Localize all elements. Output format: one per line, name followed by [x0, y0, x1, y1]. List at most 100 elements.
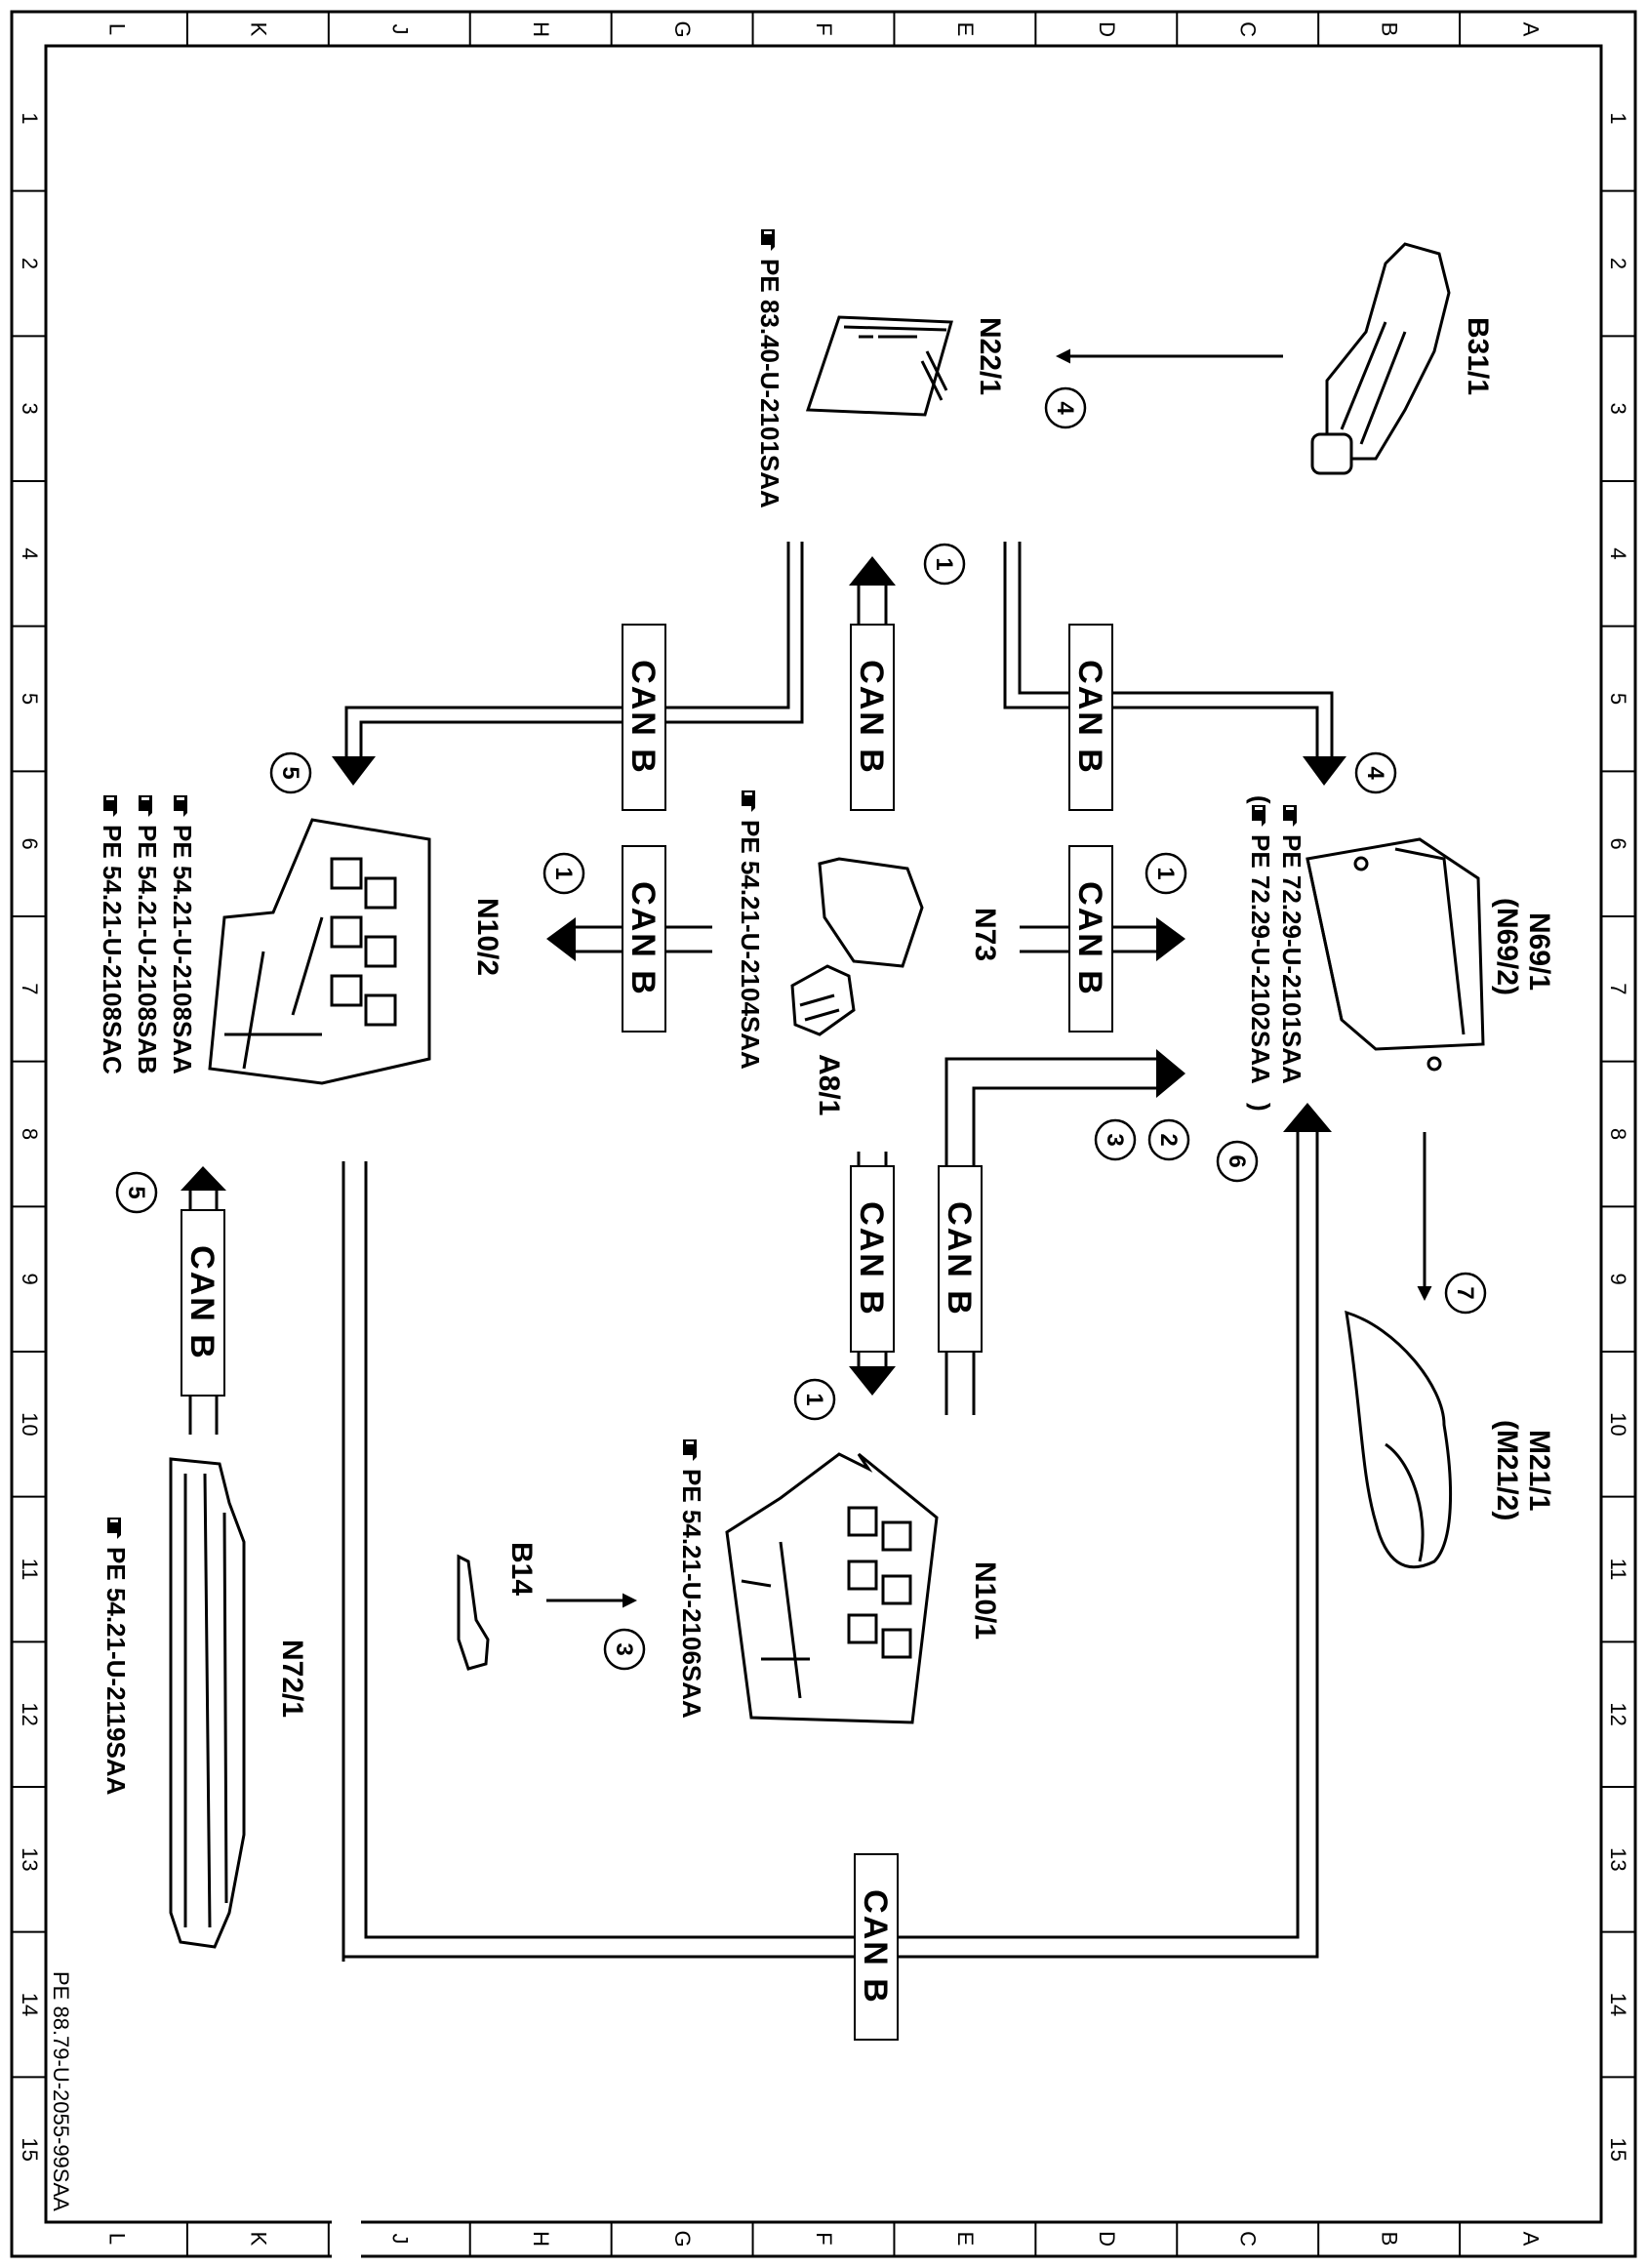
- ref-n10-2-c: PE 54.21-U-2108SAC: [98, 825, 127, 1074]
- n72-1-drawing: [169, 1457, 246, 1949]
- step-3-b14: 3: [603, 1628, 646, 1671]
- ref-n69-b: PE 72.29-U-2102SAA: [1246, 834, 1275, 1084]
- svg-text:6: 6: [1224, 1154, 1250, 1167]
- grid-row-label: 13: [1606, 1847, 1630, 1871]
- n10-2-drawing: [208, 818, 431, 1085]
- sheet-frame: [10, 10, 1637, 2258]
- b31-1-drawing: [1310, 242, 1451, 475]
- ref-n69-a: PE 72.29-U-2101SAA: [1277, 834, 1306, 1084]
- svg-text:1: 1: [550, 867, 577, 879]
- n22-1-drawing: [805, 315, 953, 417]
- can-b-label-6: CAN B: [850, 1165, 895, 1353]
- can-b-label-7: CAN B: [938, 1165, 983, 1353]
- step-6-mid: 6: [1216, 1140, 1259, 1183]
- ref-n22-1: PE 83.40-U-2101SAA: [755, 259, 784, 508]
- can-b-label-1: CAN B: [622, 624, 666, 811]
- hand-pointer-icon: [107, 1518, 121, 1539]
- step-3-mid: 3: [1094, 1118, 1137, 1161]
- grid-column-label: J: [387, 24, 412, 35]
- ref-n10-2-b: PE 54.21-U-2108SAB: [133, 825, 162, 1074]
- component-labels: B31/1 N22/1 N69/1 (N69/2) N73 A8/1 N10/2…: [276, 317, 1555, 1718]
- svg-text:CAN B: CAN B: [853, 660, 890, 775]
- svg-text:5: 5: [277, 766, 303, 779]
- grid-row-label: 14: [18, 1993, 42, 2016]
- reference-labels: PE 83.40-U-2101SAA PE 72.29-U-2101SAA ( …: [98, 229, 1306, 1796]
- grid-column-label: E: [953, 22, 978, 37]
- grid-column-label: F: [812, 2232, 836, 2245]
- label-n69-2: (N69/2): [1491, 898, 1523, 995]
- svg-text:2: 2: [1155, 1133, 1182, 1146]
- label-a8-1: A8/1: [813, 1054, 845, 1115]
- svg-text:CAN B: CAN B: [1071, 660, 1108, 775]
- grid-column-label: L: [104, 23, 129, 35]
- grid-column-label: L: [104, 2233, 129, 2245]
- svg-text:3: 3: [611, 1642, 637, 1655]
- grid-column-label: C: [1236, 2231, 1261, 2247]
- grid-row-label: 10: [1606, 1412, 1630, 1436]
- can-b-label-9: CAN B: [854, 1853, 899, 2041]
- grid-row-label: 2: [18, 258, 42, 269]
- label-n72-1: N72/1: [276, 1640, 308, 1718]
- step-2-mid: 2: [1147, 1118, 1190, 1161]
- grid-row-label: 4: [1606, 547, 1630, 559]
- svg-text:CAN B: CAN B: [183, 1245, 221, 1360]
- n73-drawing: [790, 857, 924, 1036]
- grid-row-label: 13: [18, 1847, 42, 1871]
- grid-column-label: F: [812, 22, 836, 35]
- step-4-top: 4: [1044, 386, 1087, 429]
- hand-pointer-icon: [1252, 805, 1265, 827]
- m21-1-drawing: [1345, 1310, 1453, 1569]
- grid-column-label: E: [953, 2232, 978, 2247]
- grid-column-label: B: [1378, 2232, 1402, 2247]
- ref-n69-close: ): [1246, 1103, 1275, 1112]
- grid-row-label: 4: [18, 547, 42, 559]
- grid-column-label: D: [1095, 2231, 1119, 2247]
- svg-text:CAN B: CAN B: [624, 660, 662, 775]
- bus-arrows: [181, 556, 1346, 1396]
- can-b-label-2: CAN B: [850, 624, 895, 811]
- svg-text:5: 5: [123, 1186, 149, 1198]
- hand-pointer-icon: [1283, 805, 1297, 827]
- grid-column-label: G: [670, 2230, 695, 2247]
- grid-row-label: 14: [1606, 1993, 1630, 2016]
- grid-row-label: 9: [18, 1274, 42, 1285]
- step-1-top: 1: [923, 543, 966, 586]
- hand-pointer-icon: [683, 1439, 697, 1461]
- step-circles: 4 1 5 4 1 1 3 2 6 5 7 1 3: [115, 386, 1487, 1671]
- n69-1-drawing: [1306, 837, 1485, 1072]
- ref-n10-1: PE 54.21-U-2106SAA: [677, 1469, 706, 1719]
- label-n10-2: N10/2: [471, 898, 503, 976]
- grid-column-label: B: [1378, 22, 1402, 37]
- grid-column-label: C: [1236, 21, 1261, 37]
- svg-text:4: 4: [1362, 766, 1388, 780]
- label-n73: N73: [969, 908, 1001, 961]
- can-b-label-8: CAN B: [181, 1209, 225, 1397]
- ref-n69-open: (: [1246, 795, 1275, 804]
- svg-text:CAN B: CAN B: [941, 1201, 978, 1316]
- grid-column-label: G: [670, 20, 695, 37]
- can-b-label-4: CAN B: [622, 845, 666, 1033]
- grid-row-label: 7: [1606, 983, 1630, 994]
- drawing-number: PE 88.79-U-2055-99SAA: [49, 1971, 73, 2211]
- svg-text:CAN B: CAN B: [853, 1201, 890, 1316]
- svg-text:1: 1: [1152, 867, 1179, 879]
- grid-row-label: 6: [18, 838, 42, 850]
- label-n22-1: N22/1: [974, 317, 1006, 395]
- svg-text:CAN B: CAN B: [1071, 881, 1108, 996]
- grid-row-label: 3: [1606, 403, 1630, 415]
- step-1-n10-2: 1: [542, 852, 585, 895]
- label-b14: B14: [505, 1542, 538, 1596]
- label-b31-1: B31/1: [1462, 317, 1494, 395]
- grid-row-label: 15: [1606, 2137, 1630, 2161]
- grid-column-label: K: [246, 22, 270, 37]
- grid-row-label: 11: [18, 1559, 42, 1581]
- grid-column-label: H: [529, 21, 553, 37]
- grid-column-label: J: [387, 2234, 412, 2245]
- n10-1-drawing: [725, 1452, 939, 1724]
- label-n10-1: N10/1: [969, 1561, 1001, 1640]
- grid-row-label: 12: [18, 1702, 42, 1725]
- grid-row-label: 8: [1606, 1128, 1630, 1140]
